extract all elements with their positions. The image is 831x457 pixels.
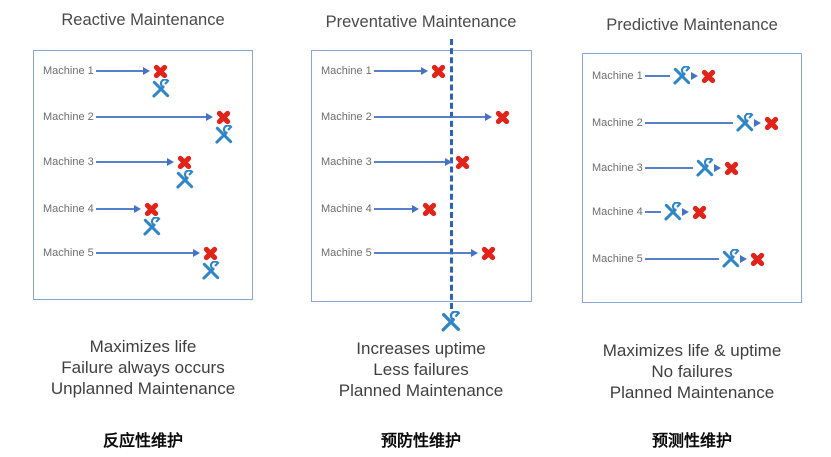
machine-label: Machine 1 (43, 65, 94, 77)
tools-icon (721, 248, 741, 269)
failure-x-icon (691, 204, 708, 221)
failure-x-icon (143, 201, 160, 218)
arrowhead (754, 119, 761, 127)
machine-label: Machine 3 (43, 156, 94, 168)
description-line: Unplanned Maintenance (50, 379, 236, 398)
arrowhead (412, 205, 419, 213)
machines-box (33, 50, 253, 300)
machine-label: Machine 5 (321, 247, 372, 259)
description-line: Failure always occurs (61, 358, 225, 377)
timeline-line (645, 122, 733, 124)
panel-chinese-label: 预防性维护 (380, 433, 461, 450)
machine-label: Machine 4 (321, 203, 372, 215)
failure-x-icon (749, 251, 766, 268)
failure-x-icon (763, 115, 780, 132)
machine-label: Machine 1 (321, 65, 372, 77)
arrowhead (714, 164, 721, 172)
tools-icon (672, 65, 692, 86)
panel-title: Preventative Maintenance (325, 13, 517, 31)
arrowhead (134, 205, 141, 213)
description-line: Maximizes life (89, 337, 197, 356)
failure-x-icon (494, 109, 511, 126)
arrowhead (143, 67, 150, 75)
timeline-line (374, 252, 471, 254)
timeline-line (374, 70, 421, 72)
timeline-line (96, 252, 193, 254)
arrowhead (167, 158, 174, 166)
arrowhead (691, 72, 698, 80)
machines-box (582, 53, 802, 303)
tools-icon (201, 260, 221, 281)
arrowhead (485, 113, 492, 121)
machine-label: Machine 3 (592, 162, 643, 174)
timeline-line (374, 116, 485, 118)
machine-label: Machine 5 (592, 253, 643, 265)
panel-chinese-label: 反应性维护 (102, 433, 183, 450)
tools-icon (440, 310, 462, 333)
panel-title: Predictive Maintenance (606, 16, 778, 34)
machines-box (311, 50, 532, 302)
timeline-line (96, 208, 134, 210)
panel-chinese-label: 预测性维护 (651, 433, 732, 450)
failure-x-icon (215, 109, 232, 126)
description-line: Planned Maintenance (609, 383, 775, 402)
timeline-line (96, 70, 143, 72)
tools-icon (214, 124, 234, 145)
panel-title: Reactive Maintenance (61, 11, 225, 29)
machine-label: Machine 2 (43, 111, 94, 123)
machine-label: Machine 2 (321, 111, 372, 123)
failure-x-icon (454, 154, 471, 171)
arrowhead (682, 208, 689, 216)
arrowhead (421, 67, 428, 75)
arrowhead (445, 158, 452, 166)
arrowhead (193, 249, 200, 257)
arrowhead (740, 255, 747, 263)
scheduled-maintenance-dashed-line (449, 39, 453, 309)
tools-icon (663, 201, 683, 222)
timeline-line (645, 75, 670, 77)
timeline-line (96, 161, 167, 163)
machine-label: Machine 5 (43, 247, 94, 259)
failure-x-icon (421, 201, 438, 218)
timeline-line (374, 208, 412, 210)
failure-x-icon (700, 68, 717, 85)
tools-icon (695, 157, 715, 178)
tools-icon (735, 112, 755, 133)
failure-x-icon (430, 63, 447, 80)
description-line: Planned Maintenance (338, 381, 504, 400)
tools-icon (175, 169, 195, 190)
description-line: Less failures (373, 360, 469, 379)
machine-label: Machine 2 (592, 117, 643, 129)
machine-label: Machine 1 (592, 70, 643, 82)
timeline-line (645, 167, 693, 169)
description-line: Maximizes life & uptime (602, 341, 782, 360)
machine-label: Machine 4 (43, 203, 94, 215)
tools-icon (151, 78, 171, 99)
failure-x-icon (723, 160, 740, 177)
timeline-line (645, 211, 661, 213)
description-line: Increases uptime (356, 339, 486, 358)
tools-icon (142, 216, 162, 237)
failure-x-icon (202, 245, 219, 262)
failure-x-icon (176, 154, 193, 171)
failure-x-icon (152, 63, 169, 80)
machine-label: Machine 4 (592, 206, 643, 218)
arrowhead (206, 113, 213, 121)
failure-x-icon (480, 245, 497, 262)
timeline-line (374, 161, 445, 163)
timeline-line (645, 258, 719, 260)
timeline-line (96, 116, 206, 118)
machine-label: Machine 3 (321, 156, 372, 168)
description-line: No failures (651, 362, 733, 381)
arrowhead (471, 249, 478, 257)
